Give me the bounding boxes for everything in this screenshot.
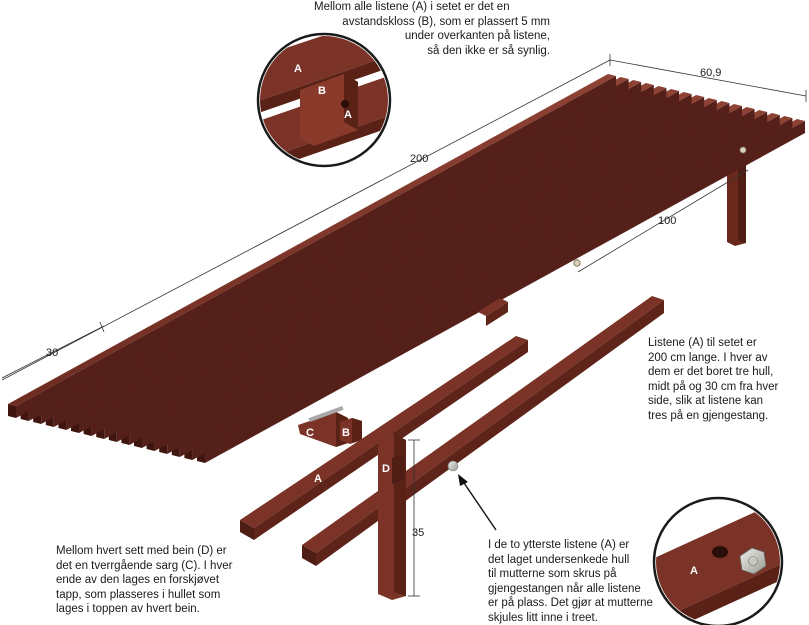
note-nuts-line: skjules litt inne i treet. bbox=[488, 611, 598, 624]
seat-slat-side bbox=[16, 76, 616, 418]
seat-slat-side bbox=[79, 91, 679, 433]
note-cross-rail-line: det en tverrgående sarg (C). I hver bbox=[56, 559, 233, 572]
nut-pointer-arrow bbox=[458, 474, 497, 531]
note-spacer-line: under overkanten på listene, bbox=[404, 30, 550, 42]
note-nuts-line: gjengestangen når alle listene bbox=[488, 582, 641, 595]
note-nuts-line: er på plass. Det gjør at mutterne bbox=[488, 597, 653, 609]
label-d: D bbox=[382, 463, 390, 475]
seat-slat bbox=[8, 74, 616, 406]
note-cross-rail-line: tapp, som plasseres i hullet som bbox=[56, 588, 221, 601]
note-nuts-line: det laget undersenkede hull bbox=[488, 553, 630, 566]
note-nuts-line: I de to ytterste listene (A) er bbox=[488, 539, 630, 551]
front-leg-d bbox=[378, 434, 406, 600]
spacer-block-b bbox=[340, 418, 362, 444]
seat-slat-side bbox=[116, 100, 717, 442]
note-slats-line: 200 cm lange. I hver av bbox=[648, 351, 768, 364]
label-c: C bbox=[306, 427, 314, 439]
label-b: B bbox=[342, 427, 350, 439]
part-labels: A B A A A C B D A bbox=[232, 63, 698, 577]
dim-half: 100 bbox=[658, 215, 676, 227]
seat-slat-side bbox=[41, 82, 642, 424]
seat-slat-side bbox=[104, 97, 705, 439]
note-cross-rail-line: lages i toppen av hvert bein. bbox=[56, 603, 200, 615]
detail-circle-nut bbox=[652, 496, 784, 625]
dim-end-offset: 30 bbox=[46, 347, 58, 359]
threaded-rod-end bbox=[573, 146, 747, 267]
seat-slat-side bbox=[154, 109, 755, 451]
seat-slat-side bbox=[142, 106, 742, 448]
note-spacer-line: så den ikke er så synlig. bbox=[427, 44, 550, 57]
label-a-seat: A bbox=[232, 448, 240, 460]
note-slats-line: dem er det boret tre hull, bbox=[648, 366, 774, 378]
dimension-texts: 200 60,9 100 30 35 bbox=[46, 67, 721, 539]
note-spacer: Mellom alle listene (A) i setet er det e… bbox=[314, 0, 550, 58]
dim-width: 60,9 bbox=[700, 67, 721, 79]
note-slats: Listene (A) til setet er 200 cm lange. I… bbox=[648, 336, 806, 423]
seat-slat-side bbox=[53, 85, 654, 427]
dimension-lines bbox=[1, 54, 807, 597]
note-slats-line: midt på og 30 cm fra hver bbox=[648, 380, 779, 393]
label-b-top-detail: B bbox=[318, 85, 326, 97]
note-spacer-line: Mellom alle listene (A) i setet er det e… bbox=[314, 1, 510, 13]
note-slats-line: Listene (A) til setet er bbox=[648, 337, 757, 349]
note-cross-rail-line: ende av den lages en forskjøvet bbox=[56, 574, 220, 586]
note-nuts: I de to ytterste listene (A) er det lage… bbox=[488, 538, 668, 625]
label-a-loose-slat: A bbox=[314, 473, 322, 485]
note-nuts-line: til mutterne som skrus på bbox=[488, 568, 617, 580]
label-a-top-detail: A bbox=[294, 63, 302, 75]
seat-slat-side bbox=[66, 88, 667, 430]
seat-slat-side bbox=[167, 112, 768, 454]
short-slat-stub bbox=[478, 298, 508, 326]
note-spacer-line: avstandskloss (B), som er plassert 5 mm bbox=[342, 15, 550, 28]
seat-slat-side bbox=[205, 121, 805, 463]
seat-slat-side bbox=[28, 79, 629, 421]
note-cross-rail-line: Mellom hvert sett med bein (D) er bbox=[56, 545, 227, 557]
seat-slat-side bbox=[192, 118, 793, 460]
label-a-top-detail-2: A bbox=[344, 109, 352, 121]
seat-slat-end bbox=[8, 404, 16, 418]
seat-slat-side bbox=[179, 115, 780, 457]
bench-seat bbox=[8, 74, 805, 463]
note-slats-line: tres på en gjengestang. bbox=[648, 409, 769, 422]
label-a-nut-detail: A bbox=[690, 565, 698, 577]
note-cross-rail: Mellom hvert sett med bein (D) er det en… bbox=[56, 544, 256, 617]
dim-leg-height: 35 bbox=[412, 527, 424, 539]
note-slats-line: side, slik at listene kan bbox=[648, 395, 764, 407]
dim-length: 200 bbox=[410, 153, 428, 165]
seat-slat-side bbox=[129, 103, 730, 445]
seat-slat-side bbox=[91, 94, 692, 436]
